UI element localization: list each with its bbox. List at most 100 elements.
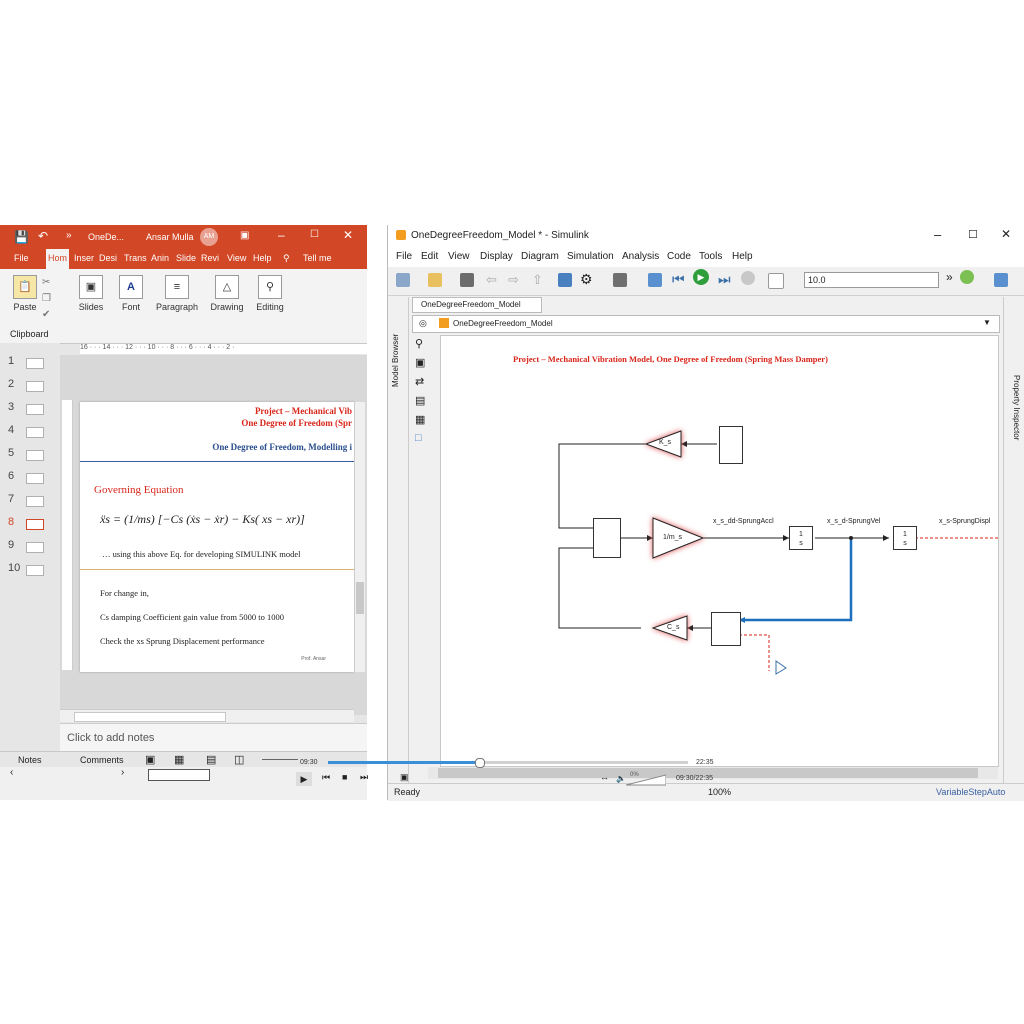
arrow-icon[interactable]: ⇄ xyxy=(415,376,425,388)
rewind-icon[interactable]: ⏮ xyxy=(322,772,331,782)
slide-thumbnail[interactable] xyxy=(26,565,44,576)
property-inspector-label[interactable]: Property Inspector xyxy=(1012,375,1021,441)
integrator-2[interactable]: 1 s xyxy=(893,526,917,550)
velocity-feedback-line[interactable] xyxy=(739,538,853,622)
save-icon[interactable] xyxy=(460,273,474,287)
drawing-button[interactable]: △ Drawing xyxy=(208,275,246,312)
scope-icon[interactable] xyxy=(768,273,784,289)
slide-thumbnail-selected[interactable] xyxy=(26,519,44,530)
record-icon[interactable] xyxy=(648,273,662,287)
tab-design[interactable]: Desi xyxy=(99,253,118,263)
sum-block-ks[interactable] xyxy=(719,426,743,464)
annotation-icon[interactable]: ▤ xyxy=(415,395,426,407)
tab-help[interactable]: Help xyxy=(253,253,272,263)
tab-insert[interactable]: Inser xyxy=(74,253,95,263)
slide-thumbnail[interactable] xyxy=(26,450,44,461)
aspect-icon[interactable]: ↔ xyxy=(600,772,609,782)
signal-line[interactable] xyxy=(558,547,641,629)
property-inspector-strip[interactable]: Property Inspector xyxy=(1003,297,1024,783)
speaker-icon[interactable]: 🔈 xyxy=(616,774,626,783)
tab-file[interactable]: File xyxy=(14,253,29,263)
current-slide[interactable]: Project – Mechanical Vib One Degree of F… xyxy=(80,402,354,672)
slide-thumbnail[interactable] xyxy=(26,496,44,507)
menu-simulation[interactable]: Simulation xyxy=(567,251,614,262)
minimize-icon[interactable]: – xyxy=(278,228,285,242)
model-browser-strip[interactable]: Model Browser xyxy=(388,297,409,783)
lightbulb-icon[interactable]: ⚲ xyxy=(283,253,290,263)
avatar[interactable]: AM xyxy=(200,228,218,246)
chevron-down-icon[interactable]: ▼ xyxy=(983,318,991,327)
area-icon[interactable]: □ xyxy=(415,432,422,444)
canvas-horizontal-scrollbar[interactable] xyxy=(428,767,998,779)
ks-gain-shape[interactable] xyxy=(644,430,682,458)
tab-review[interactable]: Revi xyxy=(201,253,220,263)
tab-home[interactable]: Hom xyxy=(46,249,70,269)
menu-analysis[interactable]: Analysis xyxy=(622,251,660,262)
comments-button[interactable]: Comments xyxy=(80,755,124,765)
tab-view[interactable]: View xyxy=(227,253,247,263)
tab-transitions[interactable]: Trans xyxy=(124,253,147,263)
sum-block-cs[interactable] xyxy=(711,612,741,646)
vel-signal-label[interactable]: x_s_d-SprungVel xyxy=(827,518,881,525)
menu-file[interactable]: File xyxy=(396,251,413,262)
zoom-slider[interactable] xyxy=(262,759,298,760)
fast-forward-icon[interactable]: ⏭ xyxy=(360,772,369,782)
new-model-icon[interactable] xyxy=(396,273,410,287)
ribbon-display-icon[interactable]: ▣ xyxy=(240,230,250,241)
maximize-icon[interactable]: ☐ xyxy=(968,229,978,241)
tab-animations[interactable]: Anin xyxy=(151,253,170,263)
notes-button[interactable]: Notes xyxy=(18,755,42,765)
video-progress-track[interactable] xyxy=(328,758,688,768)
grid-icon[interactable] xyxy=(994,273,1008,287)
slide-thumbnail[interactable] xyxy=(26,473,44,484)
slide-thumbnail[interactable] xyxy=(26,404,44,415)
undo-icon[interactable]: ↶ xyxy=(38,229,49,243)
settings-gear-icon[interactable]: ⚙ xyxy=(580,271,593,287)
open-icon[interactable] xyxy=(428,273,442,287)
menu-help[interactable]: Help xyxy=(732,251,753,262)
scroll-thumb[interactable] xyxy=(356,582,364,614)
maximize-icon[interactable]: ☐ xyxy=(310,229,319,240)
minimize-icon[interactable]: – xyxy=(934,227,942,242)
reading-view-icon[interactable]: ▤ xyxy=(206,754,217,766)
run-icon[interactable]: ▶ xyxy=(693,269,709,285)
scroll-right-icon[interactable]: › xyxy=(121,767,125,778)
stop-time-input[interactable]: 10.0 xyxy=(804,272,939,288)
signal-line[interactable] xyxy=(558,443,646,529)
fullscreen-icon[interactable]: ▣ xyxy=(400,772,409,782)
tab-slideshow[interactable]: Slide xyxy=(176,253,197,263)
up-icon[interactable]: ⇧ xyxy=(532,272,543,287)
step-back-icon[interactable]: ⏮ xyxy=(672,271,685,287)
fit-view-icon[interactable]: ▣ xyxy=(415,357,426,369)
breadcrumb-model[interactable]: OneDegreeFreedom_Model xyxy=(453,319,553,328)
close-icon[interactable]: ✕ xyxy=(343,228,354,242)
slide-sorter-icon[interactable]: ▦ xyxy=(174,754,185,766)
slide-thumbnail[interactable] xyxy=(26,358,44,369)
slideshow-icon[interactable]: ◫ xyxy=(234,754,245,766)
ms-gain-shape[interactable] xyxy=(652,517,705,559)
menu-tools[interactable]: Tools xyxy=(699,251,723,262)
check-model-icon[interactable] xyxy=(960,270,974,284)
model-tab[interactable]: OneDegreeFreedom_Model xyxy=(412,297,542,313)
format-painter-icon[interactable]: ✔ xyxy=(42,309,51,320)
model-canvas[interactable]: Project – Mechanical Vibration Model, On… xyxy=(440,335,999,767)
hide-browser-icon[interactable]: ◎ xyxy=(419,318,427,328)
forward-icon[interactable]: ⇨ xyxy=(508,272,519,287)
stop-icon[interactable] xyxy=(741,271,755,285)
disp-signal-label[interactable]: x_s-SprungDispl xyxy=(939,518,991,525)
slide-vertical-scrollbar[interactable] xyxy=(354,402,365,672)
paste-button[interactable]: 📋 Paste xyxy=(8,275,42,312)
editing-button[interactable]: ⚲ Editing xyxy=(252,275,288,312)
scroll-thumb[interactable] xyxy=(438,768,978,778)
cs-gain-shape[interactable] xyxy=(651,615,688,641)
play-icon[interactable]: ▶ xyxy=(296,772,312,786)
cut-icon[interactable]: ✂ xyxy=(42,277,51,288)
library-browser-icon[interactable] xyxy=(558,273,572,287)
notes-pane[interactable]: Click to add notes xyxy=(60,723,367,752)
scroll-thumb[interactable] xyxy=(74,712,226,722)
back-icon[interactable]: ⇦ xyxy=(486,272,497,287)
scroll-left-icon[interactable]: ‹ xyxy=(10,767,14,778)
unconnected-input-line[interactable] xyxy=(739,634,770,671)
menu-edit[interactable]: Edit xyxy=(421,251,439,262)
step-forward-icon[interactable]: ⏭ xyxy=(718,271,731,287)
